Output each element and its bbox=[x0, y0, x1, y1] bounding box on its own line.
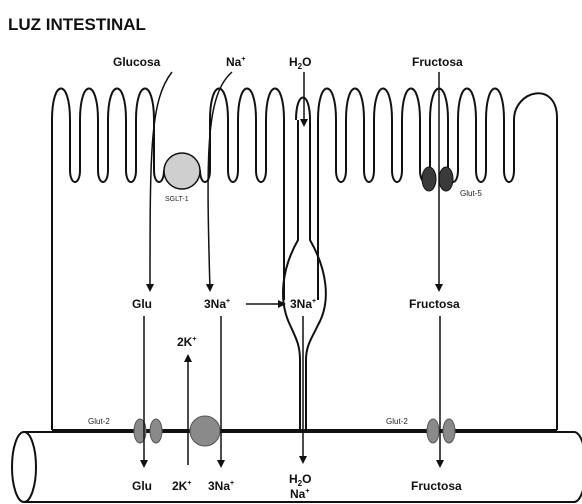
na3-paracellular-label: 3Na+ bbox=[290, 297, 316, 311]
glu-bottom-label: Glu bbox=[132, 479, 152, 493]
h2o-top-label: H2O bbox=[289, 55, 311, 71]
fructosa-mid-label: Fructosa bbox=[409, 297, 460, 311]
sglt1-transporter bbox=[164, 153, 200, 189]
sglt1-label: SGLT-1 bbox=[165, 196, 189, 203]
glut5-label: Glut-5 bbox=[460, 189, 482, 198]
na-k-pump bbox=[190, 416, 220, 446]
na-bottom-label: Na+ bbox=[290, 487, 309, 501]
fructosa-bottom-label: Fructosa bbox=[411, 479, 462, 493]
fructosa-top-label: Fructosa bbox=[412, 55, 463, 69]
na3-mid-label: 3Na+ bbox=[204, 297, 230, 311]
capillary-left-end bbox=[12, 432, 36, 502]
capillary-right-end bbox=[574, 432, 582, 502]
glu-mid-label: Glu bbox=[132, 297, 152, 311]
k2-bottom-label: 2K+ bbox=[172, 479, 191, 493]
na-top-label: Na+ bbox=[226, 55, 245, 69]
glut5-transporter bbox=[422, 167, 453, 191]
glut2-right-label: Glut-2 bbox=[386, 417, 408, 426]
glucosa-top-label: Glucosa bbox=[113, 55, 161, 69]
k2-mid-label: 2K+ bbox=[177, 335, 196, 349]
na3-bottom-label: 3Na+ bbox=[208, 479, 234, 493]
paracellular-space bbox=[283, 98, 326, 431]
h2o-bottom-label: H2O bbox=[289, 472, 311, 488]
page-title: LUZ INTESTINAL bbox=[8, 15, 146, 34]
glut2-left-label: Glut-2 bbox=[88, 417, 110, 426]
